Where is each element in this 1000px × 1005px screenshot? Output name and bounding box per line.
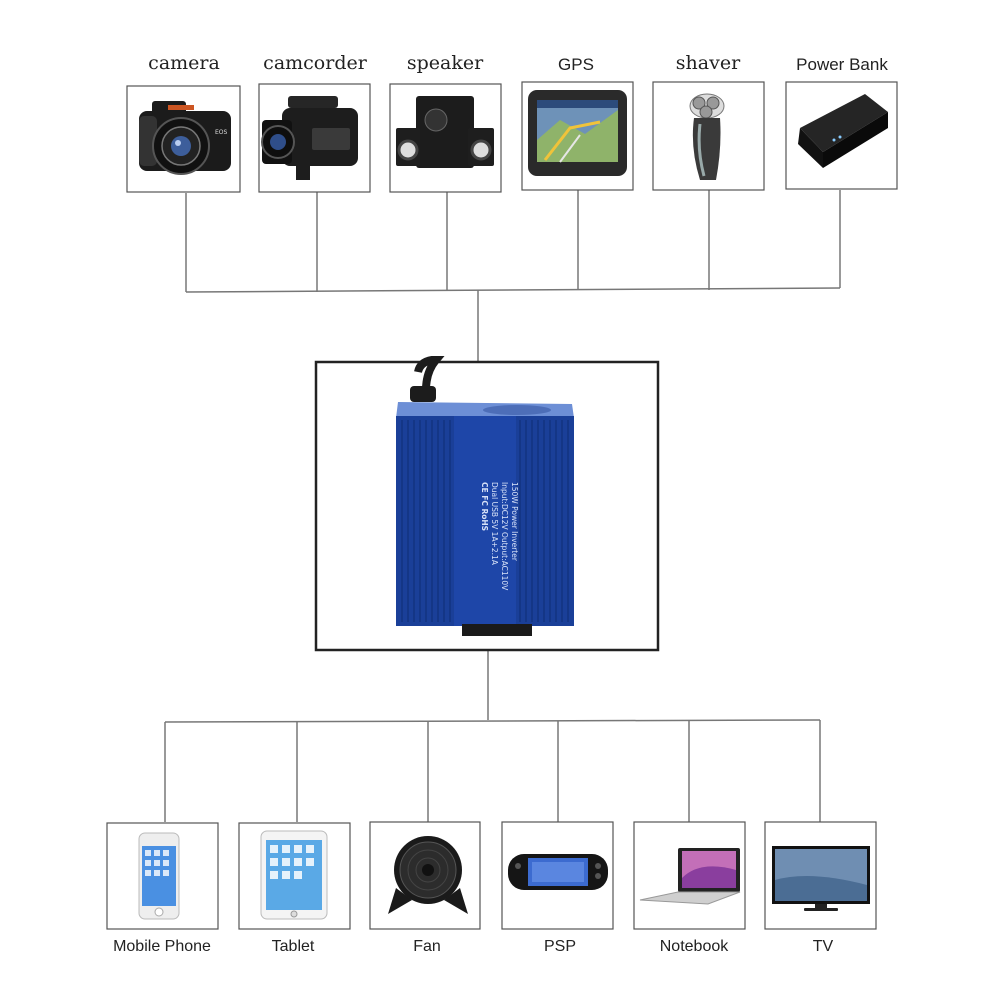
top-device-camcorder xyxy=(258,83,371,193)
camera-icon: EOS xyxy=(139,101,231,175)
label-gps: GPS xyxy=(558,55,594,74)
psp-icon xyxy=(508,854,608,890)
bottom-device-tv xyxy=(764,821,877,930)
bottom-device-tablet xyxy=(238,822,351,930)
inverter-text-line-1: 150W Power Inverter xyxy=(510,482,519,562)
power-bank-icon xyxy=(798,94,888,168)
tablet-icon xyxy=(260,830,328,920)
bottom-device-fan xyxy=(369,821,481,930)
top-device-gps xyxy=(521,81,634,191)
label-shaver: shaver xyxy=(675,52,741,74)
shaver-icon xyxy=(689,93,725,180)
inverter-text-line-4: CE FC RoHS xyxy=(480,482,489,531)
inverter-text-line-3: Dual USB 5V 1A+2.1A xyxy=(490,482,499,566)
label-notebook: Notebook xyxy=(659,938,729,955)
top-device-camera: EOS xyxy=(126,85,241,193)
speaker-icon xyxy=(396,96,494,168)
label-mobile-phone: Mobile Phone xyxy=(113,938,211,955)
top-connectors xyxy=(185,190,841,362)
label-psp: PSP xyxy=(543,938,576,955)
bottom-device-psp xyxy=(501,821,614,930)
fan-icon xyxy=(388,836,468,914)
label-tablet: Tablet xyxy=(271,938,315,955)
top-device-power-bank xyxy=(785,81,898,190)
label-tv: TV xyxy=(812,938,834,955)
top-device-shaver xyxy=(652,81,765,191)
label-power-bank: Power Bank xyxy=(796,55,888,74)
mobile-phone-icon xyxy=(138,832,180,920)
power-inverter-icon: 150W Power Inverter Input:DC12V Output:A… xyxy=(396,356,574,636)
top-device-speaker xyxy=(389,83,502,193)
bottom-device-mobile-phone xyxy=(106,822,219,930)
notebook-icon xyxy=(639,848,741,905)
label-camera: camera xyxy=(148,52,220,74)
label-fan: Fan xyxy=(413,938,441,955)
inverter-frame: 150W Power Inverter Input:DC12V Output:A… xyxy=(314,356,660,652)
tv-icon xyxy=(772,846,870,911)
gps-icon xyxy=(528,90,627,176)
camcorder-icon xyxy=(261,96,358,180)
bottom-device-notebook xyxy=(633,821,746,930)
bottom-connectors xyxy=(164,650,821,822)
inverter-text-line-2: Input:DC12V Output:AC110V xyxy=(500,482,509,591)
label-camcorder: camcorder xyxy=(263,52,367,74)
svg-text:EOS: EOS xyxy=(215,129,228,136)
label-speaker: speaker xyxy=(406,52,484,74)
